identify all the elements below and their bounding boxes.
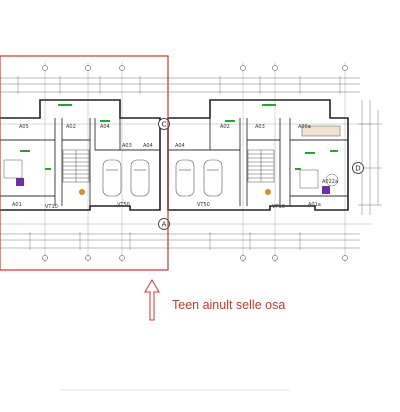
axis-d-label: D bbox=[355, 165, 360, 173]
up-arrow-icon bbox=[144, 279, 160, 321]
interior-walls-left bbox=[0, 118, 160, 206]
room-a01a: A01a bbox=[308, 202, 321, 208]
highlight-box bbox=[0, 55, 169, 271]
axis-c-label: C bbox=[162, 121, 167, 129]
axis-marker-d: D bbox=[352, 162, 364, 174]
dimension-chains-right bbox=[358, 100, 382, 215]
furniture bbox=[3, 125, 341, 189]
grid-bubbles-bottom bbox=[42, 255, 348, 261]
room-labels-left: A05 A02 A04 A01 A03 A04 VT10 VT50 bbox=[12, 124, 153, 210]
room-a03-right: A03 bbox=[255, 124, 265, 130]
axis-marker-c: C bbox=[158, 118, 170, 130]
room-vt10-right: VT10 bbox=[272, 204, 285, 210]
interior-walls-right bbox=[168, 118, 348, 206]
room-vt10: VT10 bbox=[45, 204, 58, 210]
grid-bubbles-top bbox=[42, 65, 348, 71]
exterior-walls bbox=[0, 99, 349, 211]
stairs-right bbox=[247, 149, 275, 183]
axis-marker-a: A bbox=[158, 218, 170, 230]
room-vt50-right: VT50 bbox=[197, 202, 210, 208]
room-a05: A05 bbox=[19, 124, 29, 130]
garage-cars bbox=[102, 159, 223, 197]
room-a04-top: A04 bbox=[100, 124, 110, 130]
dimension-chains-bottom bbox=[0, 232, 360, 250]
room-a03: A03 bbox=[122, 143, 132, 149]
room-labels-right: A04 A02 A05a VT50 A022a VT10 A01a A03 bbox=[175, 124, 338, 210]
room-a04-mid: A04 bbox=[143, 143, 153, 149]
axis-a-label: A bbox=[162, 221, 167, 229]
room-a05a: A05a bbox=[298, 124, 311, 130]
room-a04-right: A04 bbox=[175, 143, 185, 149]
dimension-chains-top bbox=[0, 76, 360, 94]
annotation-text: Teen ainult selle osa bbox=[172, 298, 286, 312]
room-a02-right: A02 bbox=[220, 124, 230, 130]
stairs-left bbox=[62, 149, 90, 183]
room-a01: A01 bbox=[12, 202, 22, 208]
room-a022a: A022a bbox=[322, 179, 338, 185]
colored-symbols bbox=[16, 104, 338, 195]
room-vt50: VT50 bbox=[117, 202, 130, 208]
room-a02: A02 bbox=[66, 124, 76, 130]
